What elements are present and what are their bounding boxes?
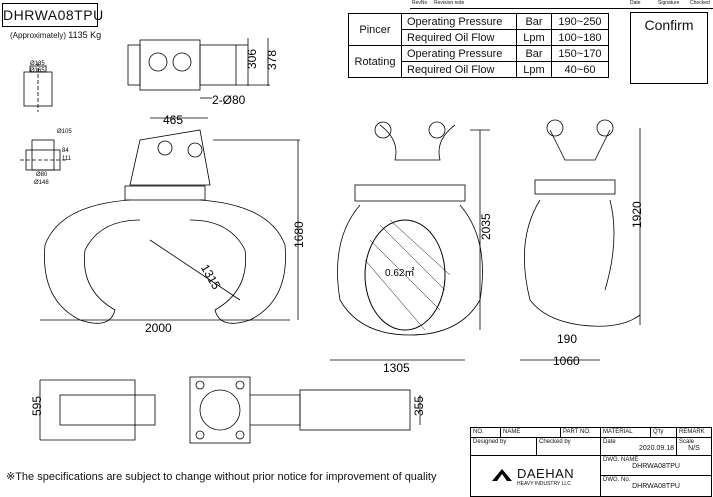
title-block: NO. NAME PART NO. MATERIAL Q'ty REMARK D… <box>470 427 712 497</box>
tb-dwg-no-value: DHRWA08TPU <box>632 483 680 490</box>
company-logo: DAEHAN HEAVY INDUSTRY LLC <box>471 456 601 496</box>
dim-d80: Ø80 <box>36 172 48 178</box>
pincer-label: Pincer <box>348 13 402 46</box>
spec-value: 100~180 <box>551 29 609 46</box>
table-row: Required Oil Flow Lpm 100~180 <box>349 29 609 46</box>
spec-table: Pincer Operating Pressure Bar 190~250 Re… <box>348 13 609 78</box>
daehan-logo-icon <box>492 469 512 481</box>
tb-scale-value: N/S <box>688 445 700 452</box>
bushing-detail-2 <box>20 139 66 171</box>
tb-part-no: PART NO. <box>561 428 601 438</box>
side-view-right-drawing <box>520 119 641 361</box>
tb-dwg-name: DWG. NAME DHRWA08TPU <box>601 456 711 476</box>
dim-355: 355 <box>412 396 426 416</box>
dim-1920: 1920 <box>630 201 644 228</box>
tb-scale-label: Scale <box>679 439 695 445</box>
tb-dwg-no: DWG. No. DHRWA08TPU <box>601 476 711 496</box>
company-name: DAEHAN <box>517 466 575 481</box>
table-row: Rotating Operating Pressure Bar 150~170 <box>348 45 609 78</box>
front-view-drawing <box>40 117 300 324</box>
company-sub: HEAVY INDUSTRY LLC <box>517 481 571 487</box>
dim-1060: 1060 <box>553 354 580 368</box>
tb-remark: REMARK <box>677 428 711 438</box>
model-title: DHRWA08TPU <box>2 3 103 27</box>
spec-unit: Bar <box>516 13 552 30</box>
dim-pin: 2-Ø80 <box>212 93 246 107</box>
tb-qty: Q'ty <box>651 428 677 438</box>
tb-scale: Scale N/S <box>677 438 711 456</box>
dim-area: 0.62㎡ <box>385 267 414 279</box>
dim-d148: Ø148 <box>34 180 49 186</box>
dim-1305: 1305 <box>383 361 410 375</box>
spec-value: 150~170 <box>551 45 609 62</box>
tb-no: NO. <box>471 428 501 438</box>
tb-dwg-no-label: DWG. No. <box>603 477 631 483</box>
rotating-label: Rotating <box>348 45 402 78</box>
tb-dwg-name-label: DWG. NAME <box>603 457 639 463</box>
tb-dwg-name-value: DHRWA08TPU <box>632 463 680 470</box>
plan-view-drawing <box>39 376 421 444</box>
dim-190: 190 <box>557 332 577 346</box>
dim-d111: 111 <box>62 156 72 162</box>
top-view-drawing <box>127 38 270 99</box>
rev-checked-label: Checked <box>690 0 710 6</box>
table-row: Required Oil Flow Lpm 40~60 <box>349 61 609 78</box>
weight-label: (Approximately) 1135 Kg <box>10 30 101 40</box>
confirm-box: Confirm <box>630 12 708 84</box>
rev-signature-label: Signature <box>658 0 680 6</box>
dim-465: 465 <box>163 113 183 127</box>
rev-date-label: Date <box>630 0 641 6</box>
dim-2000: 2000 <box>145 321 172 335</box>
tb-material: MATERIAL <box>601 428 651 438</box>
bushing-detail-1 <box>23 62 53 112</box>
tb-date-label: Date <box>603 439 616 445</box>
rev-note-label: Revision note <box>434 0 465 6</box>
confirm-label: Confirm <box>644 17 694 33</box>
dim-d84: 84 <box>62 148 69 154</box>
dim-d105: Ø105 <box>57 129 72 135</box>
tb-date-value: 2020.09.18 <box>638 445 674 452</box>
tb-checked-by: Checked by <box>537 438 601 456</box>
dim-1680: 1680 <box>292 221 306 248</box>
dim-d165: Ø165 <box>30 68 45 74</box>
footnote: ※The specifications are subject to chang… <box>6 471 437 483</box>
weight-value: 1135 Kg <box>68 30 102 40</box>
dim-595: 595 <box>30 396 44 416</box>
spec-value: 40~60 <box>551 61 609 78</box>
tb-designed-by: Designed by <box>471 438 537 456</box>
side-view-drawing <box>330 121 490 361</box>
tb-name: NAME <box>501 428 561 438</box>
dim-306: 306 <box>245 49 259 69</box>
weight-prefix: (Approximately) <box>10 31 67 40</box>
dim-d135: Ø135 <box>30 61 45 67</box>
dim-2035: 2035 <box>479 213 493 240</box>
dim-378: 378 <box>265 50 279 70</box>
dim-1315: 1315 <box>198 262 224 292</box>
revision-header: RevNo Revision note Date Signature Check… <box>410 0 713 9</box>
rev-no-label: RevNo <box>412 0 428 6</box>
spec-unit: Bar <box>516 45 552 62</box>
tb-date: Date 2020.09.18 <box>601 438 677 456</box>
